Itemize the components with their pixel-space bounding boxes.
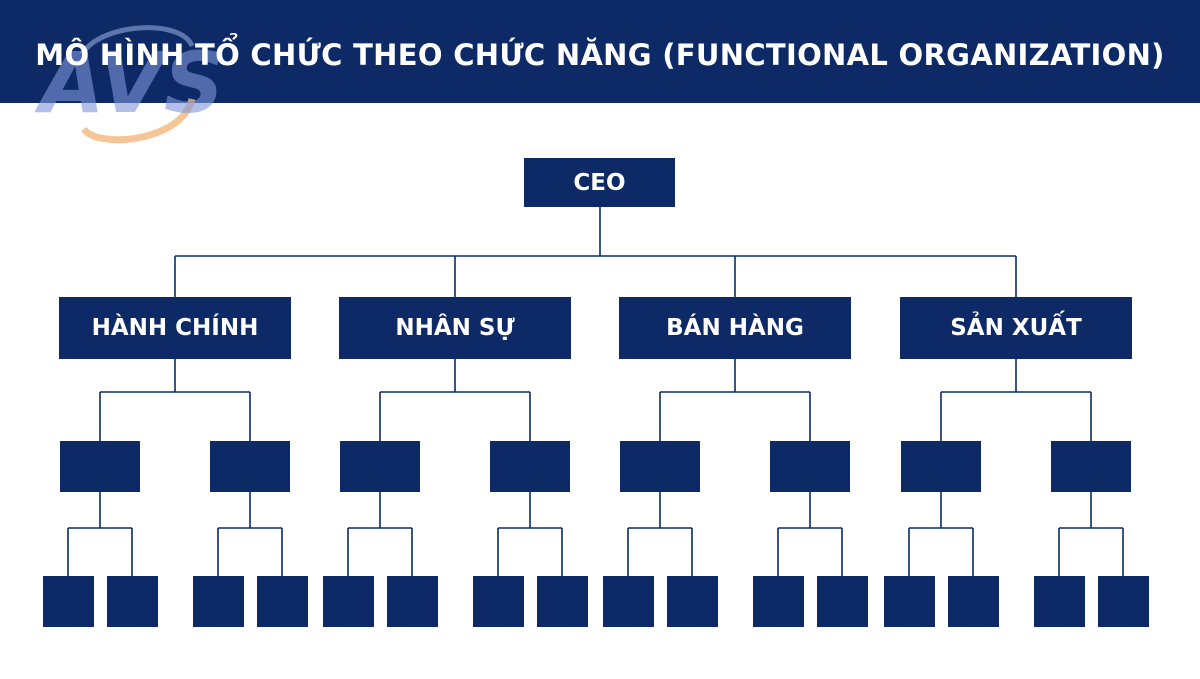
subunit-box [752,576,804,627]
subunit-box [256,576,308,627]
subunit-box [947,576,999,627]
unit-box [60,441,140,492]
page-title: MÔ HÌNH TỔ CHỨC THEO CHỨC NĂNG (FUNCTION… [35,38,1165,72]
unit-box [620,441,700,492]
department-box: SẢN XUẤT [900,297,1132,359]
svg-text:AVS: AVS [34,34,225,132]
avs-logo: AVS [34,25,225,144]
subunit-box [472,576,524,627]
ceo-box-label: CEO [573,169,626,196]
department-box-label: HÀNH CHÍNH [91,315,259,341]
subunit-box [322,576,374,627]
unit-box [770,441,850,492]
department-box-label: SẢN XUẤT [950,315,1082,341]
department-box-label: NHÂN SỰ [395,315,515,341]
subunit-box [1097,576,1149,627]
unit-box [901,441,981,492]
unit-box [490,441,570,492]
department-box-label: BÁN HÀNG [666,315,804,341]
subunit-box [602,576,654,627]
title-banner [0,0,1200,103]
subunit-box [816,576,868,627]
department-box: HÀNH CHÍNH [59,297,291,359]
subunit-box [536,576,588,627]
subunit-box [1033,576,1085,627]
subunit-box [883,576,935,627]
unit-box [340,441,420,492]
department-box: BÁN HÀNG [619,297,851,359]
department-box: NHÂN SỰ [339,297,571,359]
unit-box [1051,441,1131,492]
subunit-box [666,576,718,627]
subunit-box [106,576,158,627]
subunit-box [386,576,438,627]
unit-box [210,441,290,492]
subunit-box [42,576,94,627]
ceo-box: CEO [524,158,675,207]
subunit-box [192,576,244,627]
